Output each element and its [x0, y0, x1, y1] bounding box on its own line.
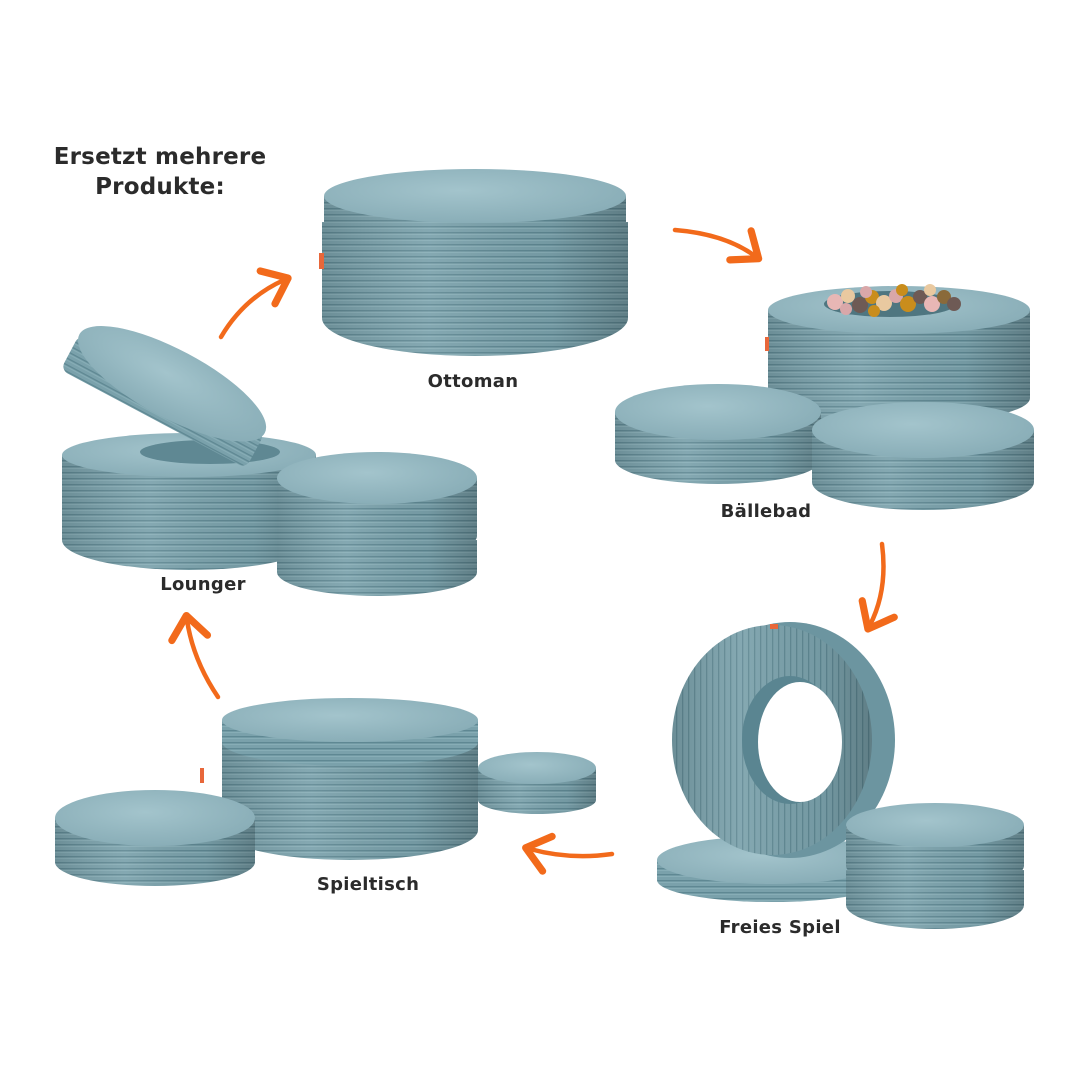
brand-tag	[770, 624, 778, 629]
label-lounger: Lounger	[160, 574, 246, 595]
brand-tag	[200, 768, 204, 783]
arrow-lounger-to-ottoman	[218, 267, 292, 340]
brand-tag	[319, 253, 324, 269]
label-spieltisch: Spieltisch	[316, 874, 420, 895]
lounger-product	[62, 326, 477, 596]
label-baellebad: Bällebad	[720, 501, 812, 522]
arrow-freies-spiel-to-spieltisch	[522, 832, 615, 875]
headline: Ersetzt mehrere Produkte:	[30, 142, 290, 202]
arrow-baellebad-to-freies-spiel	[858, 541, 898, 633]
ottoman-product	[319, 169, 628, 356]
spieltisch-product	[55, 698, 596, 886]
ball-pit-balls	[827, 284, 961, 317]
arrow-spieltisch-to-lounger	[168, 611, 221, 700]
arrow-ottoman-to-baellebad	[672, 227, 763, 264]
freies-spiel-product	[657, 622, 1024, 929]
label-freies-spiel: Freies Spiel	[719, 917, 841, 938]
label-ottoman: Ottoman	[427, 371, 519, 392]
headline-line-2: Produkte:	[95, 174, 225, 200]
headline-line-1: Ersetzt mehrere	[53, 144, 267, 170]
flow-arrows	[168, 227, 898, 875]
brand-tag	[765, 337, 769, 351]
baellebad-product	[615, 284, 1034, 510]
